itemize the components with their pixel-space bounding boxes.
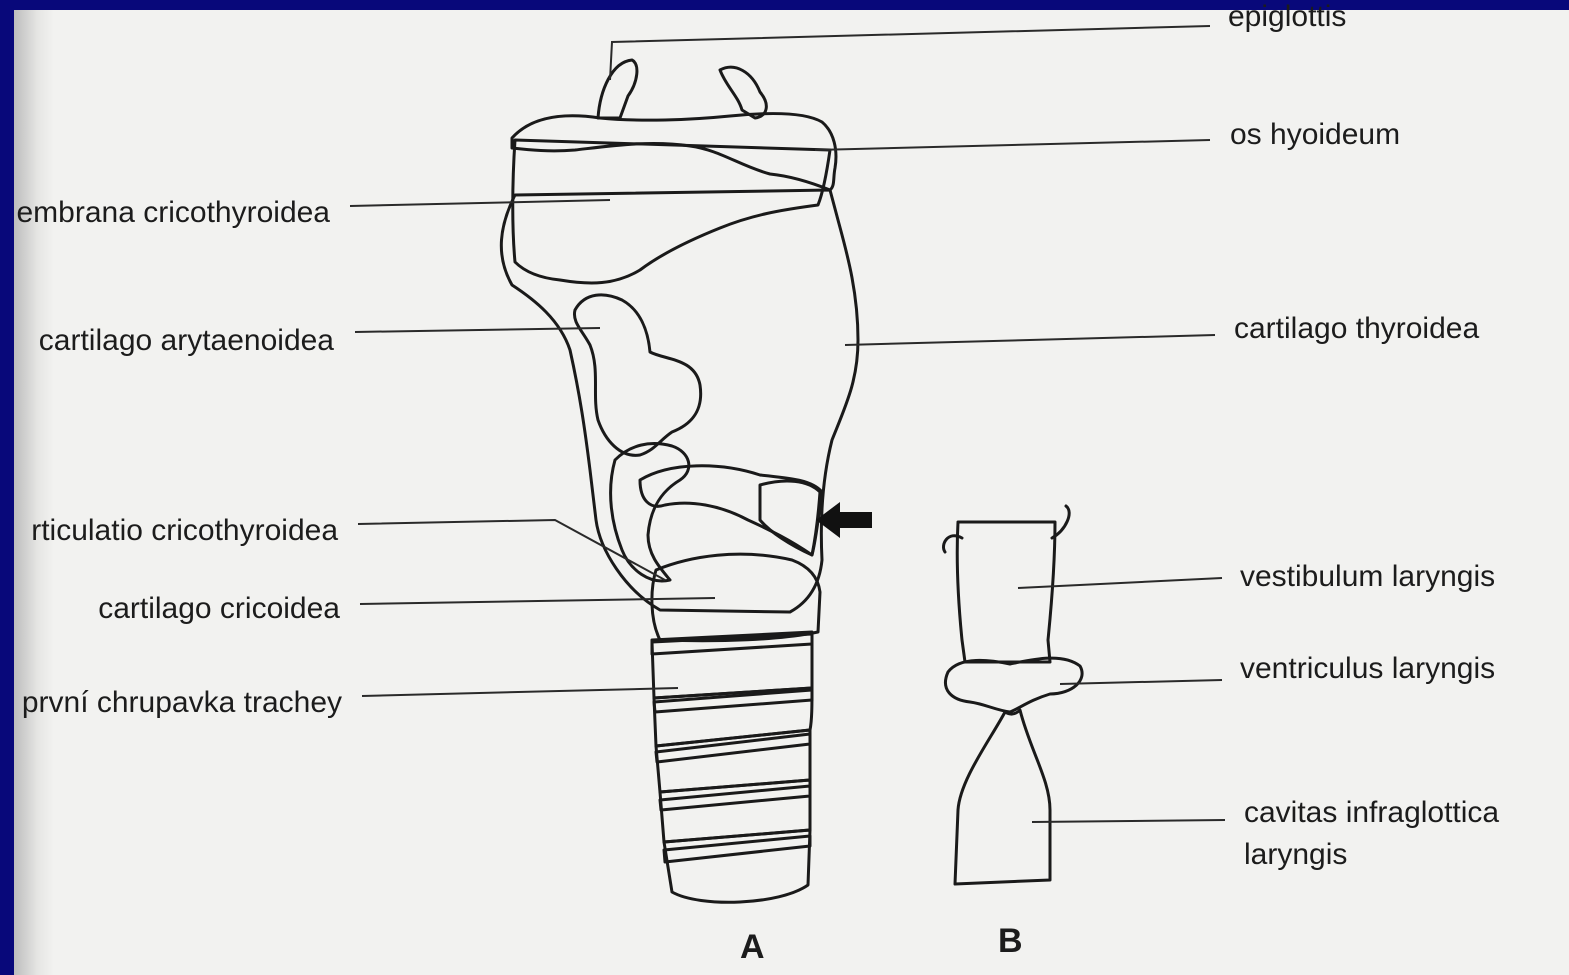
ventricle [945, 658, 1082, 712]
label-vestibulum-laryngis: vestibulum laryngis [1240, 560, 1495, 593]
label-cavitas-line2: laryngis [1244, 838, 1347, 871]
arytenoid-cartilage [574, 295, 700, 455]
arrow-glottis [816, 502, 872, 538]
vestibulum-cavity [957, 522, 1055, 662]
leader-vestibulum [1018, 578, 1222, 588]
label-prvni-chrupavka-trachey: první chrupavka trachey [22, 686, 342, 719]
leader-ventriculus [1060, 680, 1222, 684]
panel-label-a: A [740, 928, 765, 966]
arytenoid-process [611, 444, 689, 581]
cricoid-cartilage [652, 554, 820, 641]
labels-left: embrana cricothyroidea cartilago arytaen… [17, 196, 343, 719]
leader-cartilago-thyroidea [845, 335, 1215, 345]
label-articulatio-cricothyroidea: rticulatio cricothyroidea [31, 514, 338, 547]
label-cartilago-cricoidea: cartilago cricoidea [98, 592, 340, 625]
leader-trachea [362, 688, 678, 696]
figure-b-cavity [944, 506, 1083, 884]
label-epiglottis: epiglottis [1228, 0, 1346, 33]
panel-label-b: B [998, 922, 1023, 960]
leader-cricoidea [360, 598, 715, 604]
epiglottis-left-tip [598, 60, 637, 118]
vestibulum-left-fold [944, 536, 962, 552]
trachea [652, 632, 812, 902]
labels-right: epiglottis os hyoideum cartilago thyroid… [1228, 0, 1499, 871]
leader-os-hyoideum [815, 140, 1210, 150]
leader-arytaenoidea [355, 328, 600, 332]
label-ventriculus-laryngis: ventriculus laryngis [1240, 652, 1495, 685]
cavitas-infraglottica [955, 710, 1050, 884]
thyrohyoid-membrane [513, 140, 830, 283]
label-membrana-cricothyroidea: embrana cricothyroidea [17, 196, 331, 229]
hyoid-bone [512, 114, 836, 190]
leader-membrana [350, 200, 610, 206]
cricothyroid-ligament-hatch [760, 481, 820, 555]
leader-epiglottis [610, 26, 1210, 80]
label-cavitas-line1: cavitas infraglottica [1244, 796, 1499, 829]
epiglottis-right-tip [720, 67, 766, 118]
label-cartilago-thyroidea: cartilago thyroidea [1234, 312, 1479, 345]
leader-cavitas [1032, 820, 1225, 822]
figure-a-larynx [501, 60, 872, 902]
cricothyroid-membrane-notch [640, 466, 822, 555]
label-cartilago-arytaenoidea: cartilago arytaenoidea [39, 324, 335, 357]
label-os-hyoideum: os hyoideum [1230, 118, 1400, 151]
